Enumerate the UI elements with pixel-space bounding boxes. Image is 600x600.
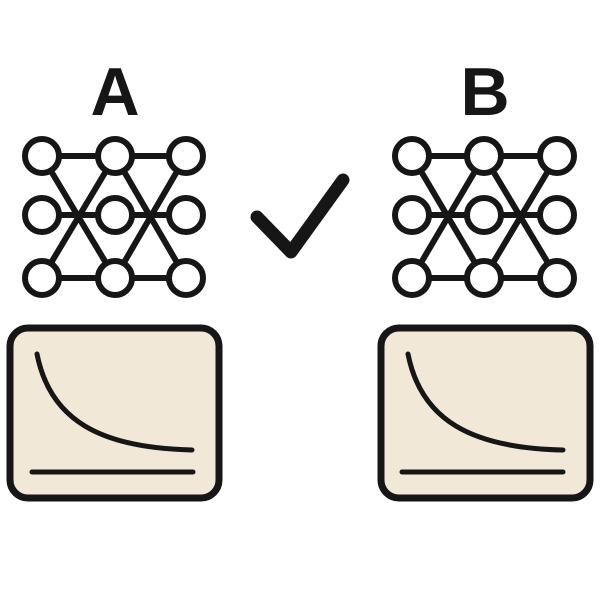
node xyxy=(166,195,206,235)
label-a: A xyxy=(90,54,139,130)
node xyxy=(166,136,206,176)
node xyxy=(22,136,62,176)
loss-plot-panel-a xyxy=(6,324,223,502)
node xyxy=(22,258,62,298)
loss-curve-a xyxy=(34,351,195,453)
checkmark-icon xyxy=(250,173,350,259)
node xyxy=(464,136,504,176)
node xyxy=(95,195,135,235)
node xyxy=(464,195,504,235)
node xyxy=(166,258,206,298)
node xyxy=(537,136,577,176)
node xyxy=(392,136,432,176)
node xyxy=(537,195,577,235)
node xyxy=(95,258,135,298)
neural-network-b xyxy=(392,136,577,298)
node xyxy=(95,136,135,176)
loss-curve-b xyxy=(405,351,566,453)
label-b: B xyxy=(460,54,509,130)
node xyxy=(22,195,62,235)
node xyxy=(392,258,432,298)
neural-network-a xyxy=(22,136,206,298)
loss-plot-panel-b xyxy=(377,324,594,502)
node xyxy=(537,258,577,298)
node xyxy=(464,258,504,298)
node xyxy=(392,195,432,235)
